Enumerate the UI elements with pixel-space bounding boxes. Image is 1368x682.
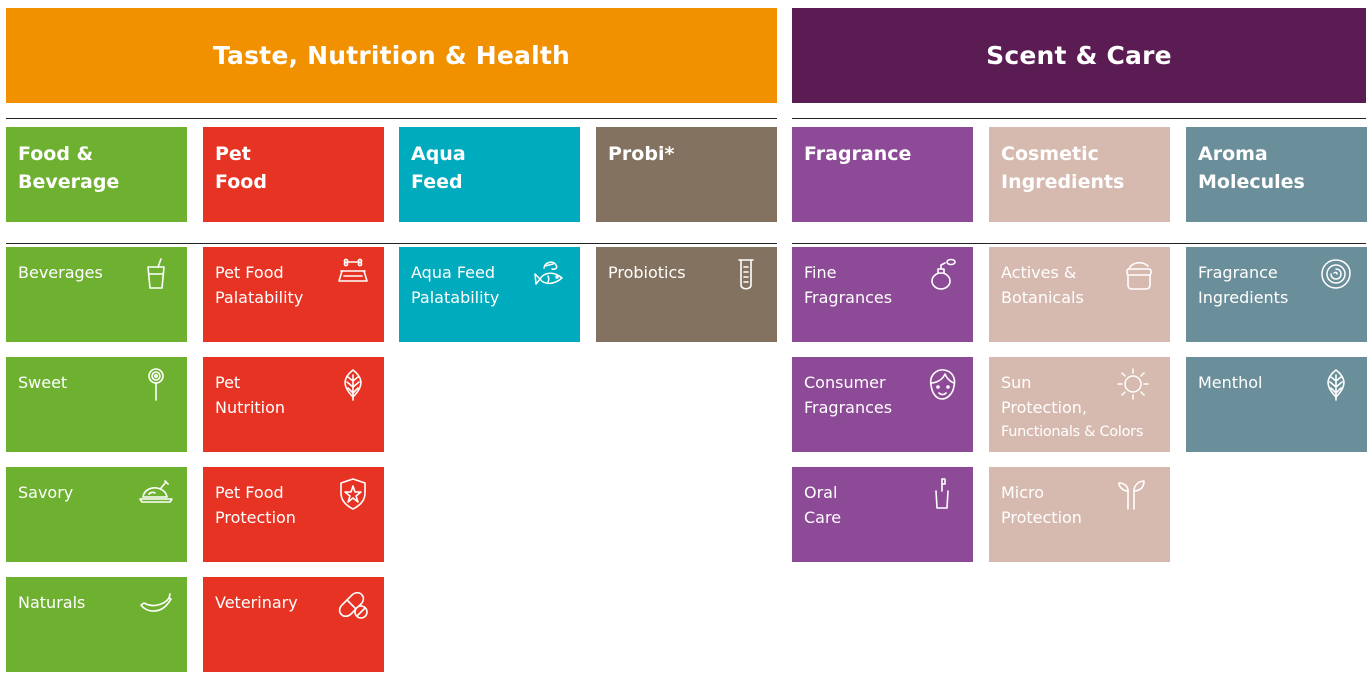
sun-icon (1116, 367, 1150, 401)
segment-header-scent-care: Scent & Care (792, 8, 1366, 103)
rose-icon (1319, 257, 1353, 291)
test-tube-icon (729, 257, 763, 291)
category-label-line: Beverage (18, 171, 120, 193)
pet-bowl-bone-icon (336, 257, 370, 291)
tile-menthol[interactable]: Menthol (1186, 357, 1367, 452)
category-aqua-feed: Aqua Feed (399, 127, 580, 222)
tile-label: Pet (215, 373, 241, 392)
tile-label: Sun (1001, 373, 1032, 392)
category-label-line: Pet (215, 143, 251, 165)
tile-label: Fragrances (804, 398, 893, 417)
tile-label: Savory (18, 483, 74, 502)
tile-label: Sweet (18, 373, 68, 392)
category-label-line: Cosmetic (1001, 143, 1099, 165)
tile-label: Protection, (1001, 398, 1088, 417)
sprout-icon (1114, 477, 1148, 511)
leaf-icon (336, 367, 370, 401)
segment-title: Scent & Care (986, 41, 1172, 70)
category-label-line: Feed (411, 171, 463, 193)
tile-pet-food-palatability[interactable]: Pet Food Palatability (203, 247, 384, 342)
category-fragrance: Fragrance (792, 127, 973, 222)
tile-beverages[interactable]: Beverages (6, 247, 187, 342)
category-label-line: Probi* (608, 143, 675, 165)
fish-shrimp-icon (532, 257, 566, 291)
tile-label: Pet Food (215, 263, 284, 282)
cream-jar-icon (1122, 257, 1156, 291)
tile-actives-botanicals[interactable]: Actives & Botanicals (989, 247, 1170, 342)
divider-mid-right (792, 243, 1366, 244)
tile-label: Fine (804, 263, 837, 282)
tile-consumer-fragrances[interactable]: Consumer Fragrances (792, 357, 973, 452)
tile-savory[interactable]: Savory (6, 467, 187, 562)
tile-pet-nutrition[interactable]: Pet Nutrition (203, 357, 384, 452)
category-label-line: Molecules (1198, 171, 1305, 193)
tile-label: Ingredients (1198, 288, 1289, 307)
tile-label: Aqua Feed (411, 263, 496, 282)
divider-top-left (6, 118, 777, 119)
tile-oral-care[interactable]: Oral Care (792, 467, 973, 562)
tile-pet-food-protection[interactable]: Pet Food Protection (203, 467, 384, 562)
tile-label: Care (804, 508, 842, 527)
category-label-line: Food (215, 171, 267, 193)
tile-label: Actives & (1001, 263, 1077, 282)
category-label-line: Aroma (1198, 143, 1268, 165)
cup-straw-icon (139, 257, 173, 291)
tile-aqua-feed-palatability[interactable]: Aqua Feed Palatability (399, 247, 580, 342)
tile-label: Oral (804, 483, 838, 502)
tile-veterinary[interactable]: Veterinary (203, 577, 384, 672)
tile-label: Palatability (411, 288, 500, 307)
category-label-line: Ingredients (1001, 171, 1125, 193)
category-label-line: Fragrance (804, 143, 912, 165)
roast-chicken-icon (139, 477, 173, 511)
tile-label: Probiotics (608, 263, 686, 282)
tile-naturals[interactable]: Naturals (6, 577, 187, 672)
tile-label: Fragrances (804, 288, 893, 307)
tile-label: Veterinary (215, 593, 298, 612)
perfume-bottle-icon (925, 257, 959, 291)
pill-icon (336, 587, 370, 621)
divider-top-right (792, 118, 1366, 119)
category-label-line: Food & (18, 143, 94, 165)
face-icon (925, 367, 959, 401)
tile-label: Micro (1001, 483, 1045, 502)
tile-label: Palatability (215, 288, 304, 307)
tile-sweet[interactable]: Sweet (6, 357, 187, 452)
tile-label: Pet Food (215, 483, 284, 502)
tile-sun-protection[interactable]: Sun Protection, Functionals & Colors (989, 357, 1170, 452)
tile-label: Consumer (804, 373, 886, 392)
shield-star-icon (336, 477, 370, 511)
leaf-icon (1319, 367, 1353, 401)
tile-label: Menthol (1198, 373, 1263, 392)
category-cosmetic-ingredients: Cosmetic Ingredients (989, 127, 1170, 222)
tile-label: Beverages (18, 263, 103, 282)
tile-label: Fragrance (1198, 263, 1278, 282)
category-probi: Probi* (596, 127, 777, 222)
category-food-beverage: Food & Beverage (6, 127, 187, 222)
divider-mid-left (6, 243, 777, 244)
category-label-line: Aqua (411, 143, 466, 165)
tile-label: Protection (215, 508, 296, 527)
tile-fragrance-ingredients[interactable]: Fragrance Ingredients (1186, 247, 1367, 342)
category-pet-food: Pet Food (203, 127, 384, 222)
tile-label: Naturals (18, 593, 86, 612)
tile-label: Functionals & Colors (1001, 424, 1144, 440)
toothbrush-cup-icon (925, 477, 959, 511)
lollipop-icon (139, 367, 173, 401)
segment-header-taste-nutrition-health: Taste, Nutrition & Health (6, 8, 777, 103)
tile-label: Nutrition (215, 398, 286, 417)
tile-probiotics[interactable]: Probiotics (596, 247, 777, 342)
banana-icon (139, 587, 173, 621)
tile-micro-protection[interactable]: Micro Protection (989, 467, 1170, 562)
tile-label: Protection (1001, 508, 1082, 527)
tile-label: Botanicals (1001, 288, 1084, 307)
category-aroma-molecules: Aroma Molecules (1186, 127, 1367, 222)
segment-title: Taste, Nutrition & Health (212, 41, 571, 70)
tile-fine-fragrances[interactable]: Fine Fragrances (792, 247, 973, 342)
